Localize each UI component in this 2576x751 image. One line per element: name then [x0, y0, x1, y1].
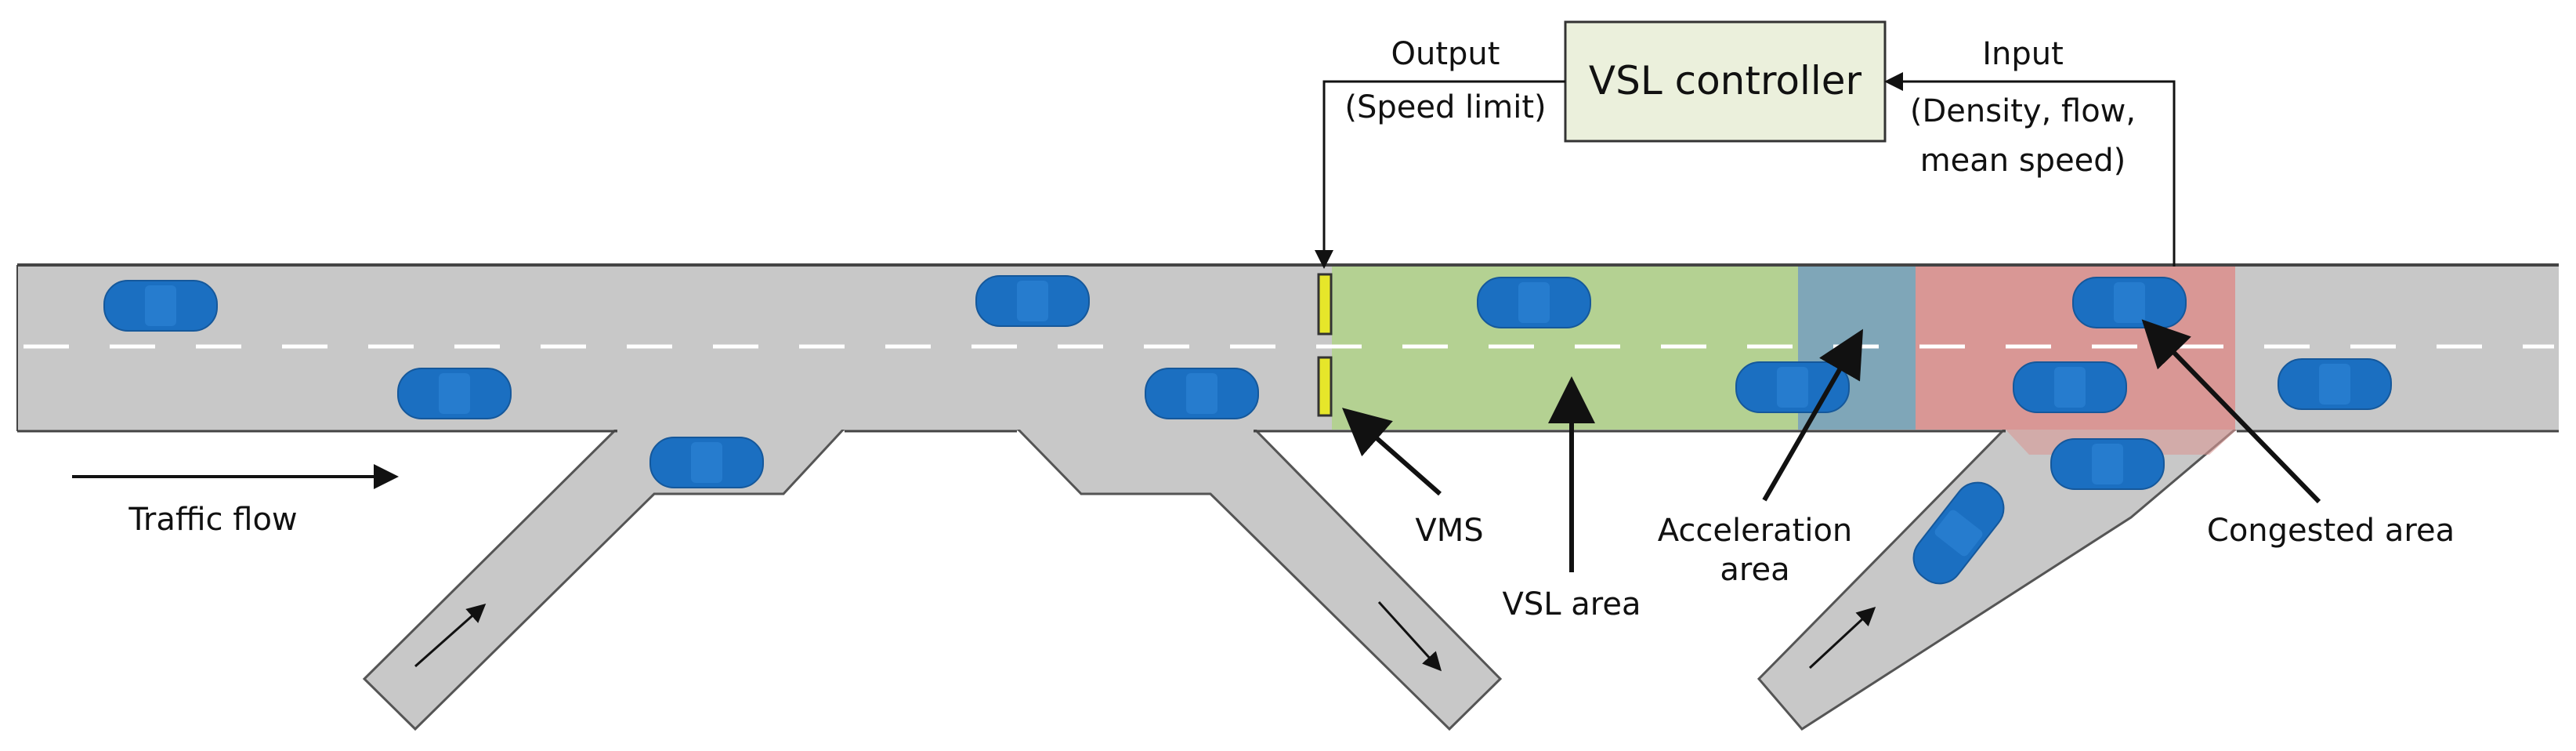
vsl-area-label: VSL area [1503, 586, 1641, 622]
vehicle-icon [103, 280, 218, 332]
acceleration-pointer-arrow-icon [1762, 328, 1863, 502]
input-title: Input [1982, 36, 2064, 72]
input-line-2: mean speed) [1920, 143, 2126, 179]
vehicle-icon [1145, 368, 1259, 419]
output-title: Output [1391, 36, 1500, 72]
acceleration-label-line-1: Acceleration [1658, 513, 1853, 549]
vehicle-icon [2072, 277, 2187, 328]
on-ramp-1 [362, 426, 848, 731]
vehicle-icon [1477, 277, 1591, 328]
vms-sign-icon [1317, 273, 1333, 336]
ramp-arrow-icon [414, 604, 487, 668]
vehicle-icon [2050, 438, 2165, 490]
vehicle-icon [2278, 358, 2392, 410]
ramp-arrow-icon [1377, 600, 1442, 672]
vehicle-icon [975, 275, 1090, 327]
roadway [16, 263, 2559, 731]
congested-area-label: Congested area [2207, 513, 2455, 549]
output-subtitle: (Speed limit) [1344, 89, 1546, 125]
congested-pointer-arrow-icon [2141, 319, 2321, 504]
vehicle-icon [397, 368, 512, 419]
off-ramp [1014, 426, 1503, 731]
vehicle-icon [649, 437, 764, 488]
vms-sign-icon [1317, 356, 1333, 417]
acceleration-label-line-2: area [1720, 552, 1789, 588]
on-ramp-2 [1757, 426, 2241, 731]
input-line-1: (Density, flow, [1910, 93, 2136, 129]
vms-label: VMS [1415, 513, 1483, 549]
vsl-controller-label: VSL controller [1589, 58, 1862, 103]
vehicle-icon [2013, 361, 2127, 413]
output-connector-arrow-icon [1315, 80, 1565, 269]
traffic-flow-label: Traffic flow [128, 502, 297, 538]
input-connector-arrow-icon [1884, 72, 2176, 267]
vms-pointer-arrow-icon [1341, 408, 1442, 496]
ramp-arrow-icon [1808, 606, 1876, 669]
vsl-controller-box [1564, 20, 1887, 143]
